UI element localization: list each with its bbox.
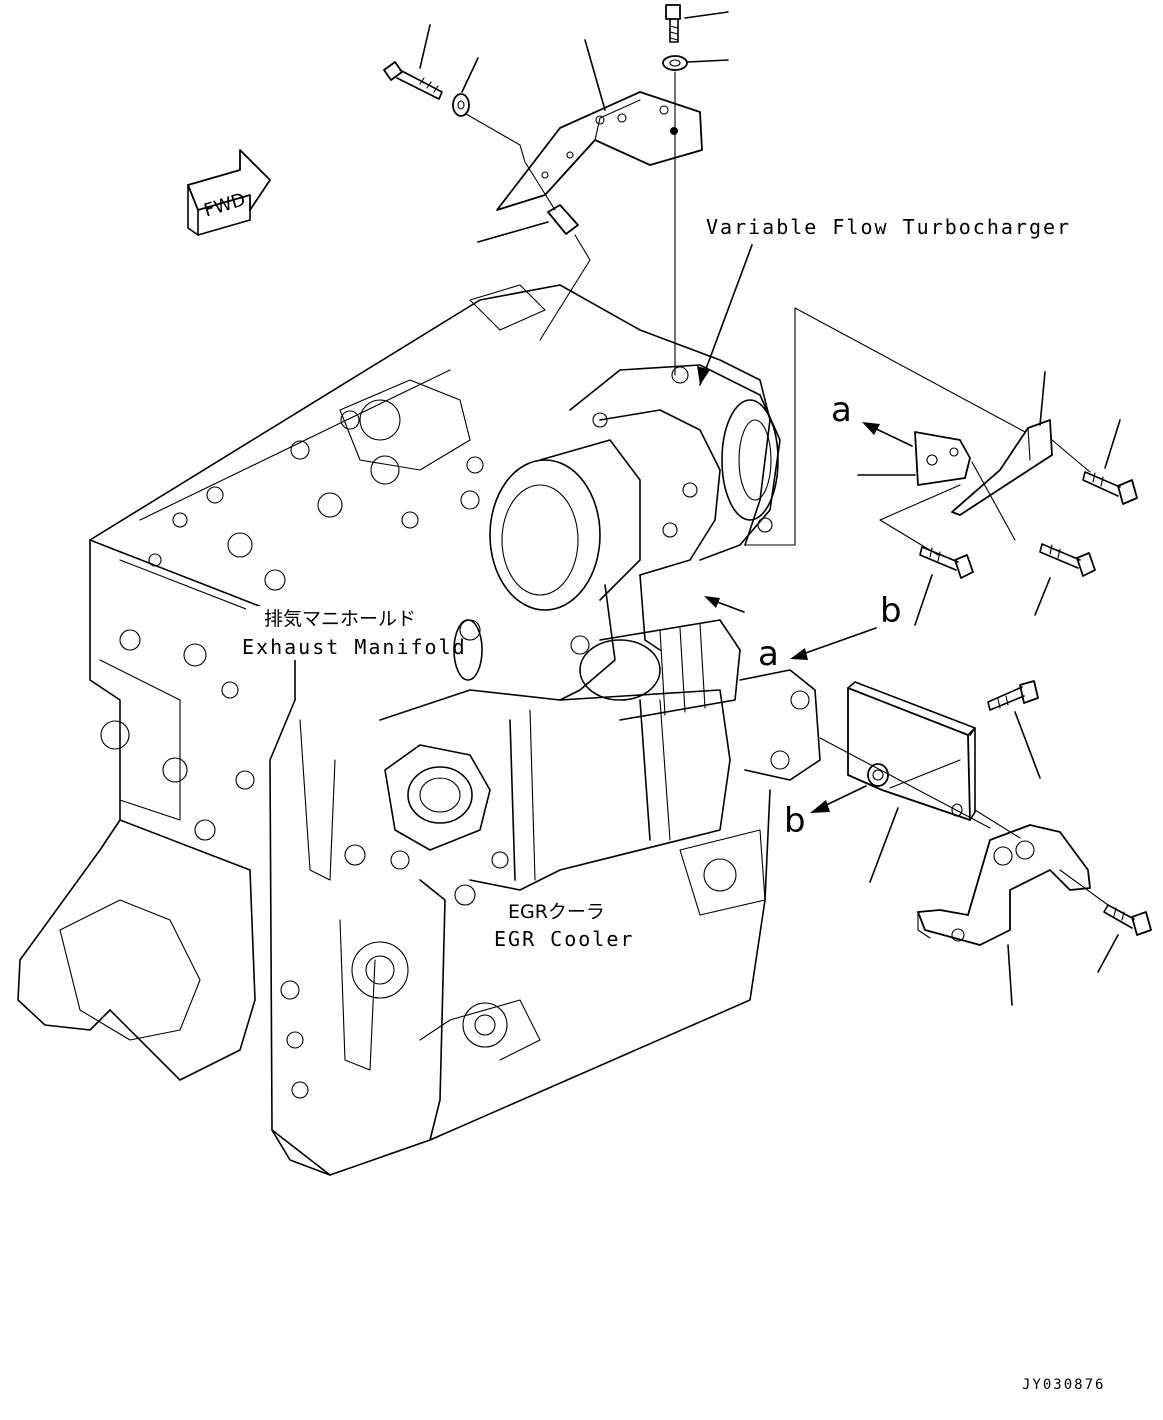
top-bolt-head [665,4,681,20]
shield-bolt-head [1019,680,1039,704]
right-bracket-assembly [744,307,1138,626]
support-bracket [917,824,1091,946]
engine-block [17,284,771,1176]
spacer-collar [547,204,579,235]
egr-cooler [344,619,821,906]
left-washer [452,93,470,117]
marker-a-lower: a [758,634,779,674]
fwd-direction-arrow: FWD [187,149,271,236]
right-bolt-head-2 [954,554,974,579]
small-plate-bracket [914,431,971,486]
turbocharger-label: Variable Flow Turbocharger [706,215,1071,239]
long-bolt-head [383,61,403,81]
marker-b-upper: b [880,591,902,631]
right-bolt-head-3 [1076,552,1096,577]
marker-arrows [704,596,877,660]
right-bolt-head-1 [1117,479,1138,505]
turbocharger [460,364,781,721]
turbocharger-leader [699,244,753,386]
turbo-bracket [496,91,703,211]
angle-bracket [951,419,1053,516]
exhaust-manifold-label-en: Exhaust Manifold [242,635,467,659]
top-bracket-assembly [383,4,729,376]
support-bolt-head [1131,911,1152,936]
top-washer [662,55,688,71]
marker-b-lower: b [784,801,806,841]
exhaust-manifold-label-jp: 排気マニホールド [264,608,416,630]
egr-cooler-label-en: EGR Cooler [494,927,634,951]
heat-shield-plate [847,687,971,821]
marker-a-top: a [831,390,852,430]
egr-cooler-label-jp: EGRクーラ [508,901,605,923]
lower-bracket-assembly [810,680,1152,1006]
drawing-number: JY030876 [1022,1377,1105,1393]
